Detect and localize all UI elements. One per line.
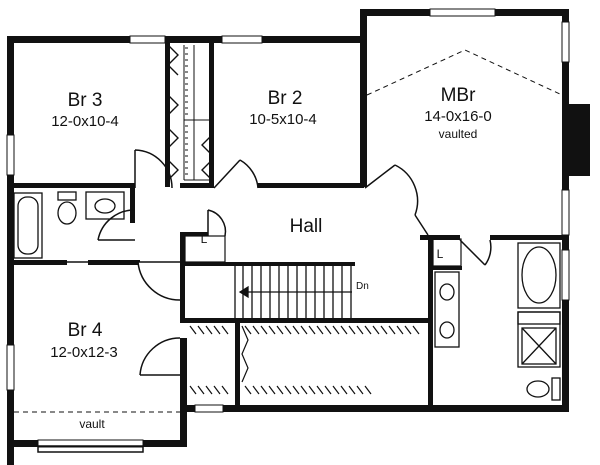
room-labels: Br 3 12-0x10-4 Br 2 10-5x10-4 MBr 14-0x1… <box>50 85 492 431</box>
windows <box>6 8 570 448</box>
linen-label-bath: L <box>437 247 444 261</box>
staircase <box>234 262 355 318</box>
hall-closet-hatching <box>189 325 420 395</box>
stairs-down-label: Dn <box>356 281 369 292</box>
hall-closet-bifolds <box>241 325 249 383</box>
chimney <box>566 104 590 176</box>
br4-size: 12-0x12-3 <box>50 344 118 361</box>
doors <box>60 149 492 376</box>
mbr-name: MBr <box>441 85 477 106</box>
br4-name: Br 4 <box>68 320 103 341</box>
master-bath-fixtures <box>434 242 561 401</box>
vault-lines <box>14 49 563 413</box>
stairs-arrow <box>238 285 352 299</box>
vault-label: vault <box>79 417 105 431</box>
hall-name: Hall <box>290 216 323 237</box>
br4-window-bay <box>37 445 144 453</box>
br3-name: Br 3 <box>68 90 103 111</box>
br2-name: Br 2 <box>268 88 303 109</box>
br2-size: 10-5x10-4 <box>249 111 317 128</box>
closet-bifold-doors <box>167 44 213 181</box>
mbr-size: 14-0x16-0 <box>424 108 492 125</box>
hall-bath-fixtures <box>13 191 125 259</box>
br3-size: 12-0x10-4 <box>51 113 119 130</box>
mbr-note: vaulted <box>439 127 478 141</box>
exterior-walls <box>7 9 569 465</box>
closet-rods <box>183 45 209 181</box>
closet-hatch-top <box>185 47 188 175</box>
interior-walls <box>7 40 569 410</box>
linen-label-hall: L <box>201 232 208 246</box>
linen-closets <box>184 235 462 267</box>
